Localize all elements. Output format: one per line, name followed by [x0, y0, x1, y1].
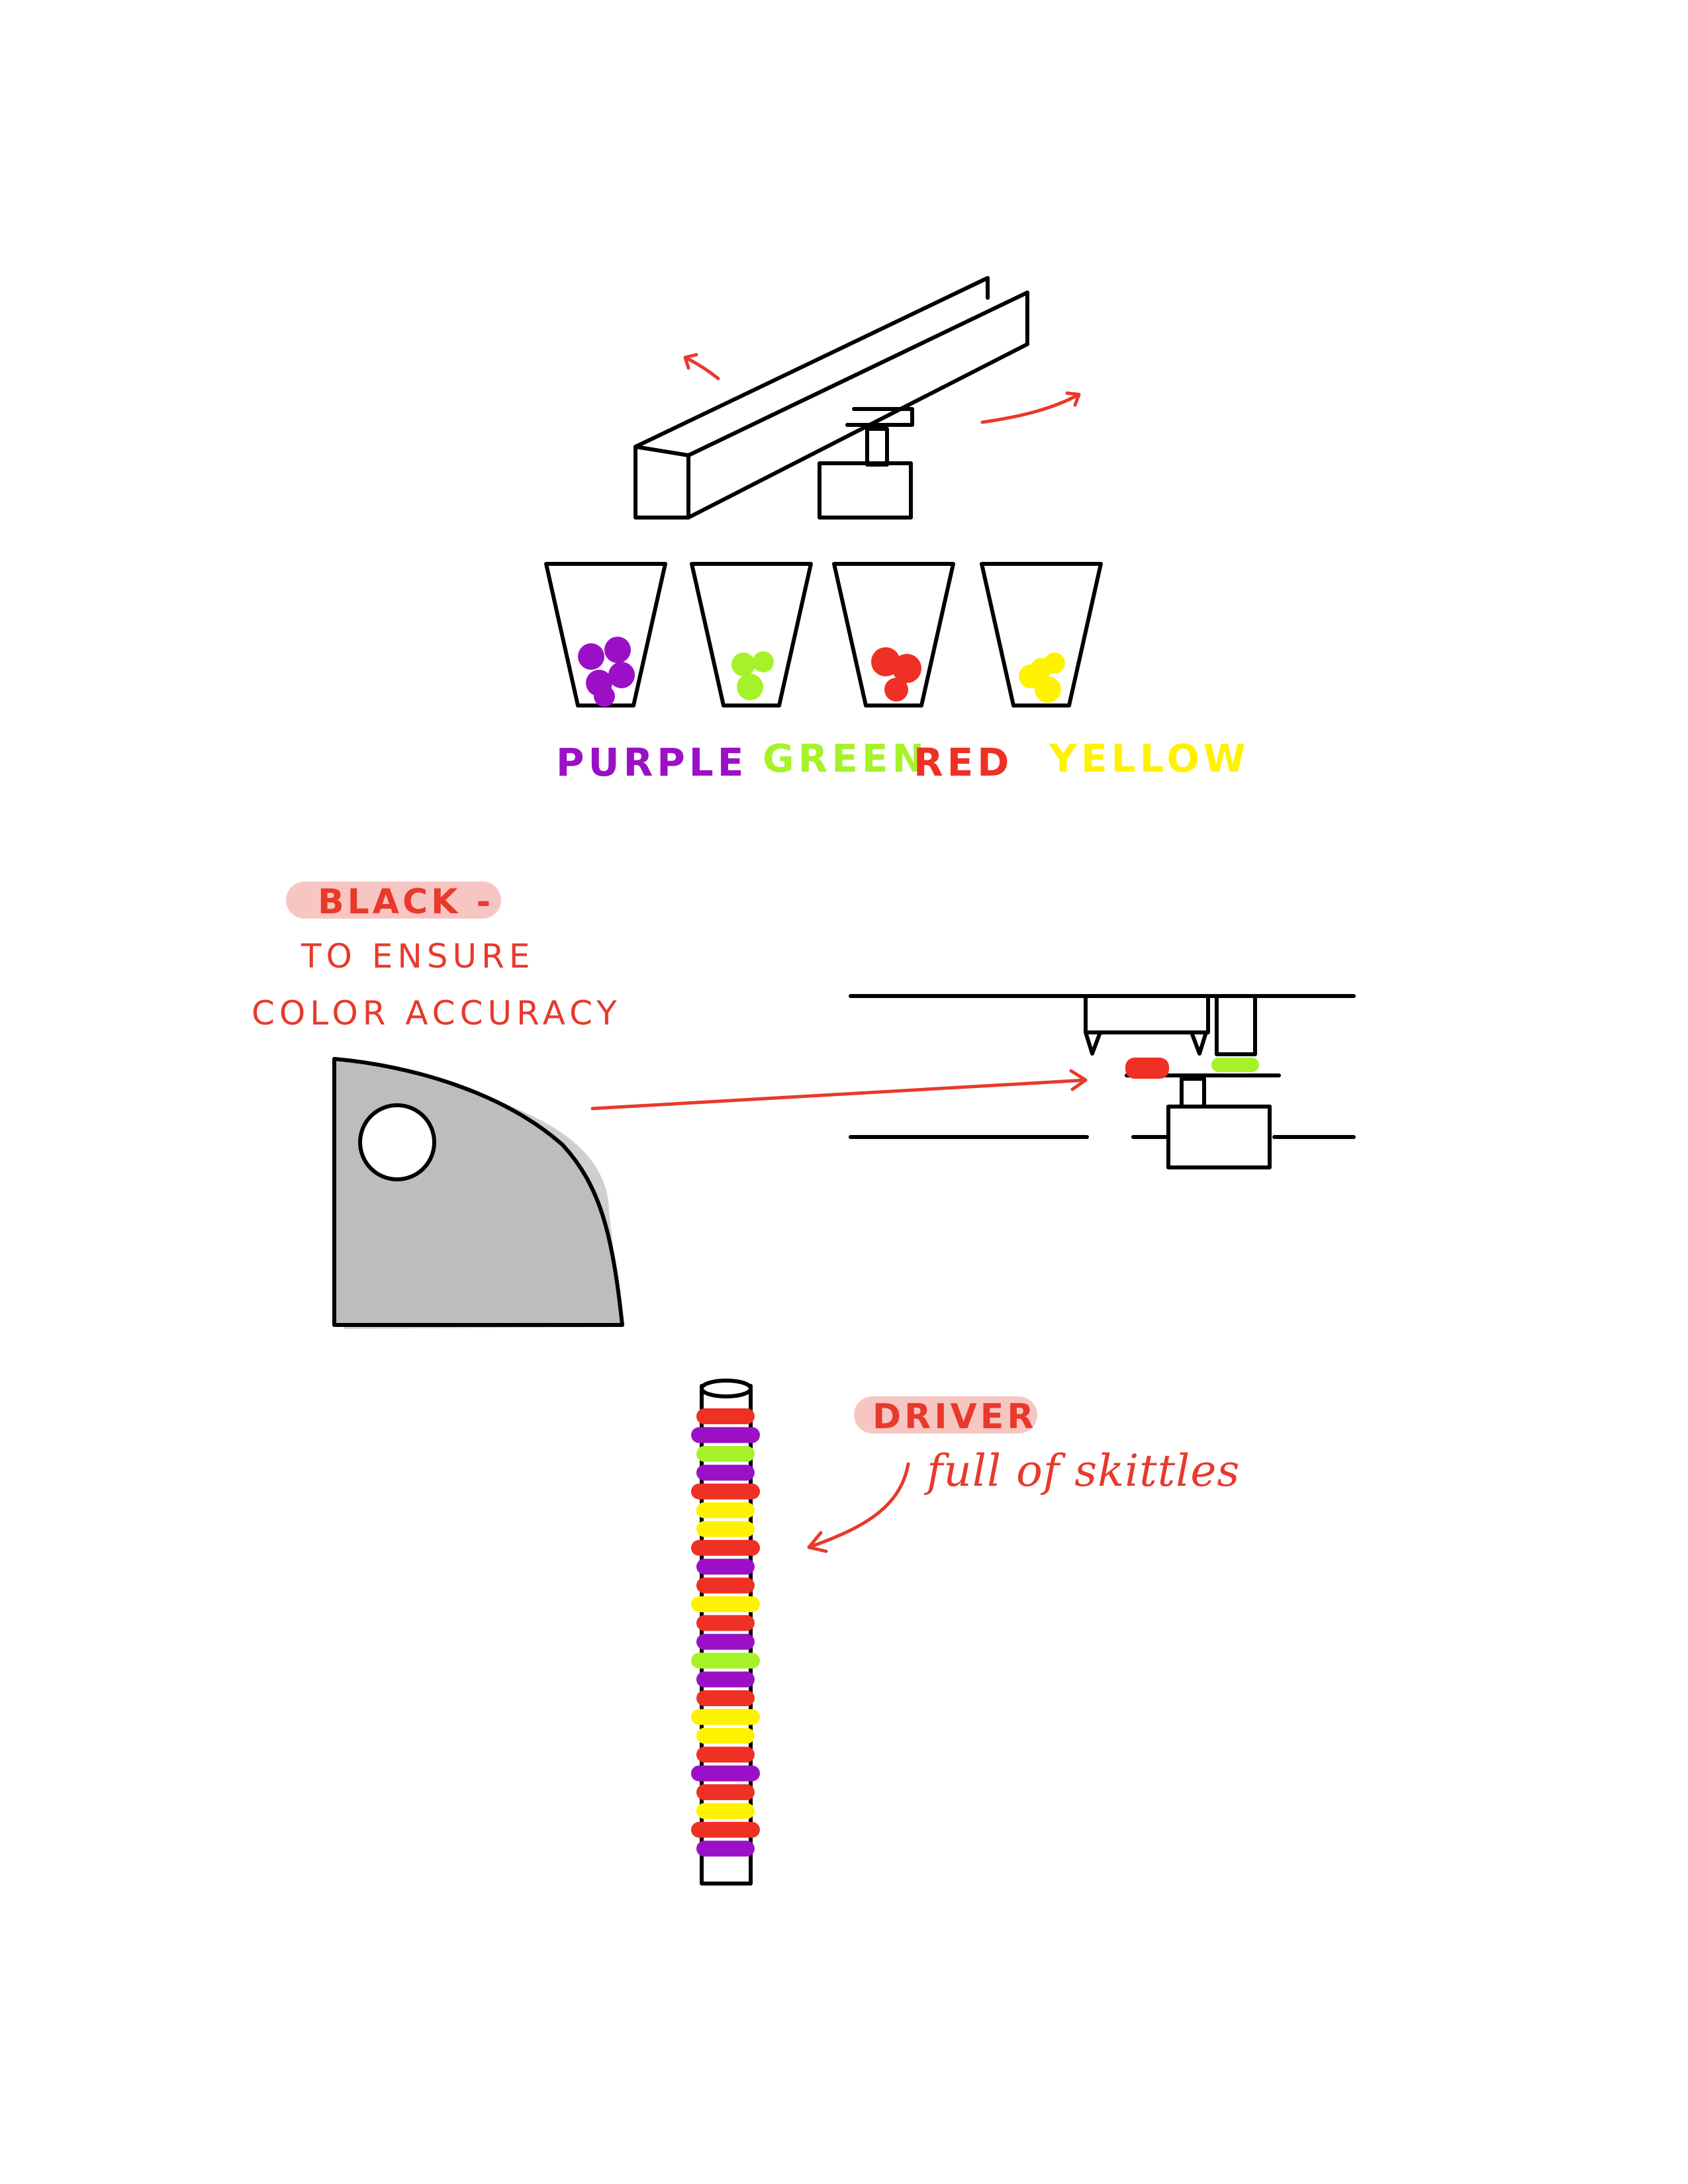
- stack-skittle-yellow: [691, 1596, 760, 1612]
- feed-servo-body: [1166, 1105, 1272, 1169]
- stack-skittle-red: [696, 1690, 755, 1706]
- candy-purple: [604, 637, 631, 663]
- disc-body: [332, 1057, 624, 1327]
- cup-outline: [832, 562, 955, 707]
- stack-skittle-green: [691, 1653, 760, 1669]
- rotate-right-arrow: [980, 391, 1081, 424]
- black-note-line2: COLOR ACCURACY: [252, 994, 622, 1032]
- bin-label-red: RED: [914, 740, 1013, 785]
- stack-skittle-red: [696, 1577, 755, 1594]
- sorting-chute: [633, 276, 1081, 520]
- stack-skittle-yellow: [691, 1709, 760, 1725]
- feed-tube-end: [1215, 994, 1257, 1056]
- driver-tag-highlight: [854, 1396, 1037, 1433]
- stack-skittle-purple: [691, 1427, 760, 1443]
- chute-servo-mount: [845, 407, 914, 427]
- stack-skittle-purple: [696, 1633, 755, 1650]
- collection-cups: [544, 562, 1103, 707]
- driver-tag: DRIVER: [872, 1397, 1037, 1437]
- candy-purple: [608, 662, 635, 688]
- bin-label-yellow: YELLOW: [1049, 736, 1250, 781]
- candy-green: [753, 651, 774, 672]
- stack-skittle-yellow: [696, 1803, 755, 1819]
- bin-label-green: GREEN: [763, 736, 928, 781]
- candy-yellow: [1044, 653, 1065, 674]
- stack-skittle-red: [691, 1821, 760, 1838]
- stack-skittle-purple: [696, 1671, 755, 1688]
- candy-yellow: [1035, 676, 1061, 703]
- black-tag-highlight: [286, 882, 501, 919]
- sensor-housing: [1084, 994, 1210, 1056]
- stack-skittle-purple: [691, 1765, 760, 1782]
- chute-servo-body: [818, 461, 913, 520]
- stack-skittle-red: [696, 1747, 755, 1763]
- chute-back-wall: [633, 276, 990, 449]
- disc-to-mechanism-arrow: [590, 1069, 1088, 1111]
- stack-skittle-red: [696, 1408, 755, 1424]
- cup-yellow: [980, 562, 1103, 707]
- stack-skittle-yellow: [696, 1521, 755, 1537]
- skittle-next-in-line: [1211, 1058, 1259, 1072]
- candy-green: [731, 653, 755, 676]
- skittle-under-sensor: [1125, 1058, 1169, 1079]
- candy-purple: [594, 686, 615, 707]
- tube-top-opening: [700, 1379, 753, 1398]
- feed-servo-shaft: [1180, 1077, 1206, 1109]
- disc-hole: [358, 1103, 436, 1181]
- chute-end-face: [633, 445, 690, 520]
- stack-skittle-red: [696, 1615, 755, 1631]
- black-note-line1: TO ENSURE: [301, 937, 534, 976]
- stack-skittle-red: [691, 1483, 760, 1500]
- candy-purple: [578, 643, 604, 670]
- candy-green: [737, 674, 763, 700]
- skittle-stack: [691, 1408, 760, 1857]
- rotate-left-arrow: [683, 353, 720, 381]
- black-disc-note: BLACK - TO ENSURE COLOR ACCURACY: [252, 882, 622, 1032]
- side-view-mechanism: [849, 994, 1356, 1169]
- stack-skittle-yellow: [696, 1727, 755, 1744]
- stack-skittle-red: [696, 1784, 755, 1800]
- stack-skittle-purple: [696, 1841, 755, 1857]
- cup-labels: PURPLE GREEN RED YELLOW: [556, 736, 1250, 785]
- stack-skittle-yellow: [696, 1502, 755, 1518]
- chute-servo-shaft: [865, 427, 889, 467]
- stack-skittle-red: [691, 1539, 760, 1556]
- stack-skittle-purple: [696, 1559, 755, 1575]
- chute-front-face: [686, 291, 1029, 520]
- driver-note: DRIVER full of skittles: [807, 1396, 1240, 1553]
- cup-outline: [544, 562, 667, 707]
- stack-skittle-green: [696, 1445, 755, 1462]
- bin-label-purple: PURPLE: [556, 740, 747, 785]
- black-disc: [332, 1057, 624, 1329]
- black-tag: BLACK -: [318, 882, 494, 922]
- driver-pointer-arrow: [807, 1462, 910, 1553]
- candy-yellow: [1019, 664, 1043, 688]
- cup-outline: [690, 562, 813, 707]
- candy-red: [892, 654, 921, 683]
- cup-red: [832, 562, 955, 707]
- stack-skittle-purple: [696, 1465, 755, 1481]
- cup-outline: [980, 562, 1103, 707]
- driver-tube: [691, 1379, 760, 1886]
- driver-note-text: full of skittles: [923, 1445, 1240, 1496]
- cup-green: [690, 562, 813, 707]
- cup-purple: [544, 562, 667, 707]
- candy-red: [884, 678, 908, 702]
